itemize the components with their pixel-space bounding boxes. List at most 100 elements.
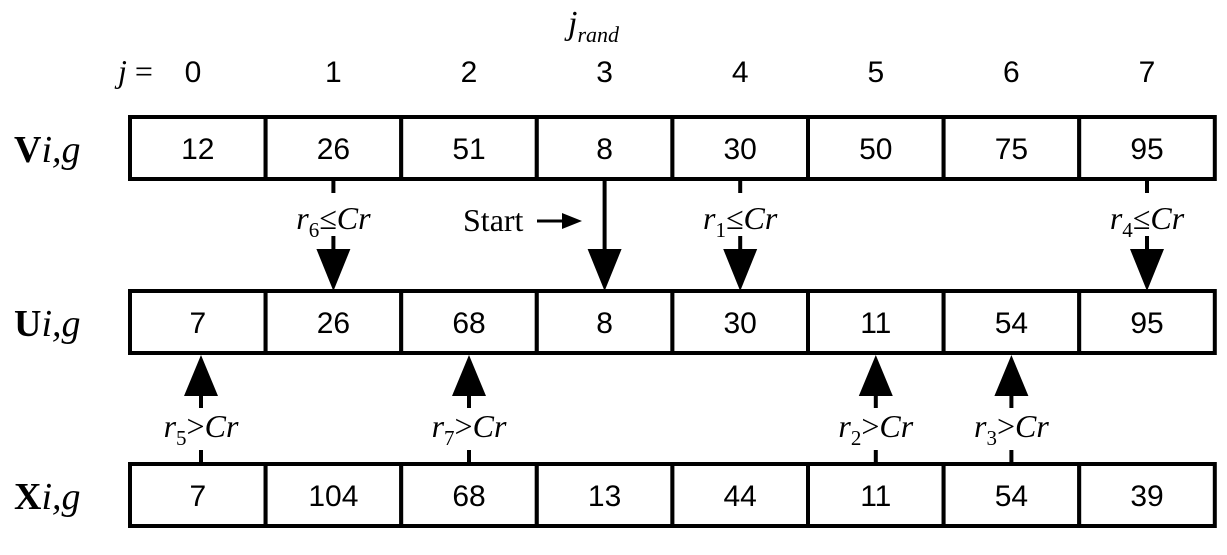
cell-value: 51 [452, 133, 485, 166]
condition-cr: Cr [473, 408, 507, 444]
condition-cr: Cr [1015, 408, 1049, 444]
condition-cr: Cr [1150, 200, 1184, 236]
vector-cell [128, 462, 268, 528]
condition-label: r7>Cr [432, 408, 507, 450]
cell-value: 54 [995, 307, 1028, 340]
vector-cell [534, 289, 675, 355]
down-arrow-head [723, 249, 758, 291]
vector-cell [1077, 462, 1217, 528]
index-label: 4 [732, 56, 749, 89]
condition-label: r2>Cr [838, 408, 913, 450]
cell-value: 12 [181, 133, 214, 166]
vector-cell [128, 289, 268, 355]
condition-cr: Cr [337, 200, 371, 236]
condition-sub: 1 [715, 218, 726, 242]
jrand-label: jrand [564, 5, 620, 47]
vector-cell [670, 289, 811, 355]
start-label: Start [463, 202, 524, 238]
vector-cell [399, 115, 539, 181]
row-label-u-bold: U [14, 303, 41, 345]
condition-sub: 2 [851, 426, 862, 450]
condition-op: ≤ [726, 200, 744, 236]
vector-cell [128, 115, 268, 181]
vector-cell [806, 289, 946, 355]
jrand-sub: rand [577, 22, 620, 47]
cell-value: 39 [1130, 480, 1163, 513]
cell-value: 44 [724, 480, 757, 513]
index-label: 5 [867, 56, 884, 89]
index-label: 1 [325, 56, 342, 89]
cell-value: 7 [189, 307, 206, 340]
cell-value: 11 [860, 480, 891, 513]
condition-sub: 5 [176, 426, 187, 450]
start-arrow-head-vertical [587, 249, 622, 291]
condition-r: r [838, 408, 851, 444]
condition-cr: Cr [744, 200, 778, 236]
condition-label: r6≤Cr [296, 200, 371, 242]
index-label: 7 [1139, 56, 1156, 89]
cell-value: 8 [596, 307, 613, 340]
condition-sub: 4 [1122, 218, 1133, 242]
row-label-x-bold: X [14, 476, 41, 518]
condition-r: r [974, 408, 987, 444]
cell-value: 30 [724, 133, 757, 166]
index-label: 3 [596, 56, 613, 89]
vector-cell [670, 462, 811, 528]
cell-value: 68 [452, 480, 485, 513]
condition-cr: Cr [205, 408, 239, 444]
condition-label: r5>Cr [164, 408, 239, 450]
start-annotation: Start [463, 202, 582, 238]
condition-sub: 3 [986, 426, 997, 450]
cell-value: 95 [1130, 307, 1163, 340]
cell-value: 13 [588, 480, 621, 513]
cell-value: 30 [724, 307, 757, 340]
row-label-v-bold: V [14, 129, 42, 171]
down-arrow-head [1130, 249, 1164, 291]
cell-value: 7 [189, 480, 206, 513]
vector-cell [263, 289, 404, 355]
vector-cell [534, 462, 675, 528]
up-arrow-head [994, 355, 1029, 396]
condition-r: r [164, 408, 177, 444]
vector-cell [1077, 115, 1217, 181]
index-label: 2 [461, 56, 478, 89]
condition-op: > [455, 408, 473, 444]
index-prefix: j = [114, 53, 153, 89]
cell-value: 75 [995, 133, 1028, 166]
cell-value: 26 [317, 307, 350, 340]
row-label-x-italic: i,g [41, 476, 80, 518]
up-arrow-head [184, 355, 218, 396]
index-prefix-j: j [114, 53, 127, 89]
row-label-v: Vi,g [14, 129, 81, 171]
condition-op: > [187, 408, 205, 444]
cell-value: 104 [308, 480, 358, 513]
condition-r: r [432, 408, 445, 444]
condition-r: r [703, 200, 716, 236]
row-label-x: Xi,g [14, 476, 81, 518]
condition-op: ≤ [319, 200, 337, 236]
condition-cr: Cr [879, 408, 913, 444]
cell-value: 68 [452, 307, 485, 340]
vector-cell [941, 115, 1082, 181]
condition-label: r1≤Cr [703, 200, 778, 242]
cell-value: 50 [859, 133, 892, 166]
down-arrow-head [316, 249, 351, 291]
cell-value: 8 [596, 133, 613, 166]
cell-value: 26 [317, 133, 350, 166]
up-arrow-head [858, 355, 893, 396]
vector-row-u: 7 26 68 8 30 11 54 95 [128, 289, 1217, 355]
start-arrow-head [562, 213, 582, 229]
condition-op: > [861, 408, 879, 444]
row-label-v-italic: i,g [41, 129, 80, 171]
jrand-main: j [564, 5, 577, 42]
cell-value: 11 [860, 307, 891, 340]
condition-sub: 6 [309, 218, 320, 242]
up-arrow-head [452, 355, 486, 396]
vector-cell [399, 462, 539, 528]
index-prefix-eq: = [127, 53, 153, 89]
condition-r: r [296, 200, 309, 236]
